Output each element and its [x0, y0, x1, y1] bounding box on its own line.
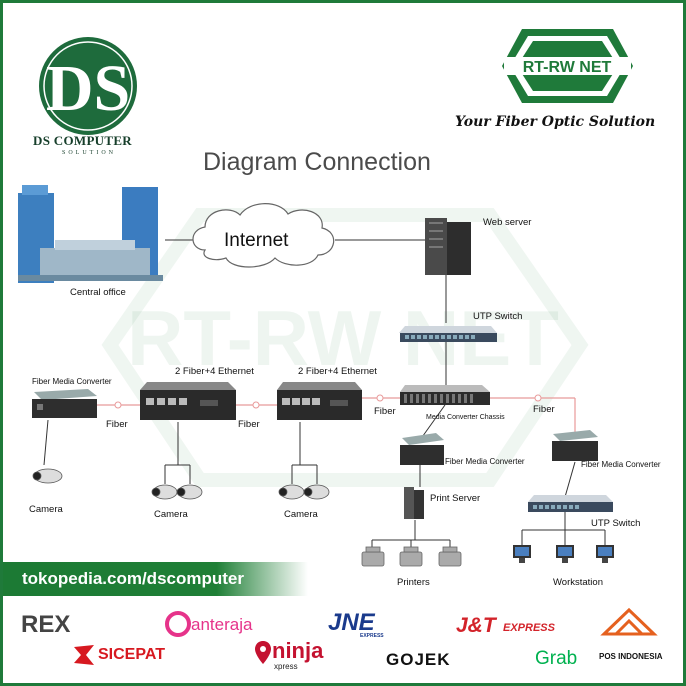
- fiber-label-3: Fiber: [374, 406, 396, 417]
- web-server-icon: [425, 218, 471, 275]
- converter-1-label: 2 Fiber+4 Ethernet: [175, 366, 254, 377]
- footer-band: [3, 562, 308, 596]
- workstation-label: Workstation: [553, 577, 603, 588]
- camera-3-label: Camera: [284, 509, 318, 520]
- jnt-sub: EXPRESS: [503, 622, 555, 634]
- fmc-left-icon: [32, 389, 97, 418]
- converter-2-icon: [277, 382, 362, 420]
- pos-indonesia-icon: [600, 607, 658, 636]
- fmc-mid-label: Fiber Media Converter: [445, 457, 525, 466]
- anteraja-icon: [165, 611, 191, 637]
- utp-switch-bottom-label: UTP Switch: [591, 518, 641, 529]
- printers-icon: [361, 546, 462, 567]
- printers-label: Printers: [397, 577, 430, 588]
- utp-switch-top-label: UTP Switch: [473, 311, 523, 322]
- fmc-mid-icon: [400, 433, 444, 465]
- utp-switch-top-icon: [399, 326, 497, 342]
- sicepat-logo: SICEPAT: [98, 646, 165, 663]
- ninja-pin-icon: [255, 641, 271, 664]
- ninja-logo: ninja: [272, 638, 324, 663]
- rtrw-logo-text: RT-RW NET: [523, 59, 612, 76]
- camera-2-label: Camera: [154, 509, 188, 520]
- tagline: Your Fiber Optic Solution: [455, 114, 656, 130]
- chassis-label: Media Converter Chassis: [426, 414, 505, 421]
- fiber-label-1: Fiber: [106, 419, 128, 430]
- ds-company-sub: SOLUTION: [62, 150, 116, 156]
- gojek-logo: GOJEK: [386, 650, 451, 669]
- print-server-icon: [404, 487, 424, 519]
- sicepat-icon: [74, 645, 94, 665]
- diagram-title: Diagram Connection: [203, 148, 431, 176]
- utp-switch-bottom-icon: [528, 495, 613, 512]
- central-office-label: Central office: [70, 287, 126, 298]
- store-url[interactable]: tokopedia.com/dscomputer: [22, 569, 244, 588]
- media-converter-chassis-icon: [400, 385, 490, 405]
- jne-logo: JNE: [328, 609, 375, 636]
- fiber-label-4: Fiber: [533, 404, 555, 415]
- grab-logo: Grab: [535, 648, 578, 669]
- pos-indonesia-logo: POS INDONESIA: [599, 652, 663, 661]
- internet-cloud-icon: [192, 203, 335, 268]
- camera-1-label: Camera: [29, 504, 63, 515]
- fmc-left-label: Fiber Media Converter: [32, 377, 112, 386]
- converter-2-label: 2 Fiber+4 Ethernet: [298, 366, 377, 377]
- svg-text:DS: DS: [46, 52, 130, 125]
- camera-icons: [32, 468, 330, 500]
- internet-label: Internet: [224, 230, 289, 251]
- rtrw-logo: RT-RW NET: [502, 29, 633, 103]
- central-office-icon: [18, 185, 163, 283]
- anteraja-logo: anteraja: [191, 615, 253, 634]
- jnt-logo: J&T: [456, 614, 496, 637]
- converter-1-icon: [140, 382, 236, 420]
- workstation-icon: [513, 545, 614, 563]
- rex-logo: REX: [21, 611, 71, 638]
- fmc-right-icon: [552, 430, 598, 461]
- jne-sub: EXPRESS: [360, 633, 384, 639]
- fiber-label-2: Fiber: [238, 419, 260, 430]
- ninja-sub: xpress: [274, 662, 298, 671]
- ds-logo: DS: [39, 37, 137, 135]
- fmc-right-label: Fiber Media Converter: [581, 460, 661, 469]
- web-server-label: Web server: [483, 217, 532, 228]
- ds-company-name: DS COMPUTER: [33, 133, 132, 148]
- print-server-label: Print Server: [430, 493, 481, 504]
